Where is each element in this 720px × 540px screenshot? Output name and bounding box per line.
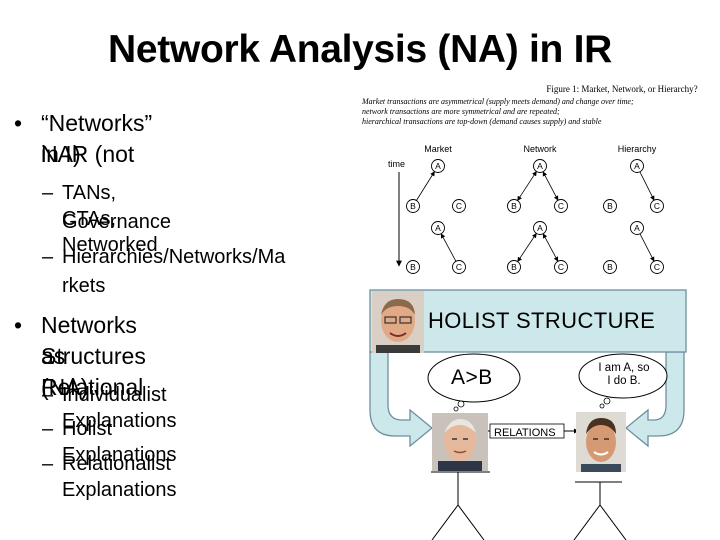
hierarchy-row1-node-c-label: C: [654, 201, 660, 211]
figure-title: Figure 1: Market, Network, or Hierarchy?: [546, 84, 697, 94]
sub-bullet-dash: –: [42, 384, 54, 406]
relations-label: RELATIONS: [494, 427, 556, 439]
bullet-text-line: “Networks” in IR (not: [41, 110, 153, 167]
thought-bubble-dot: [457, 400, 465, 408]
thought-bubble-dot: [603, 397, 611, 405]
market-row2-node-a-circle: [431, 221, 445, 235]
market-row1-edge-ba: [416, 171, 435, 201]
thought-bubble-speech: [578, 353, 668, 399]
hierarchy-row2-edge-ac: [639, 233, 655, 262]
sub-bullet-text-line: Governance: [62, 211, 171, 233]
network-row2-node-b-circle: [507, 260, 521, 274]
sub-bullet-text-line: rkets: [62, 275, 106, 297]
figure-caption-line: network transactions are more symmetrica…: [362, 107, 560, 116]
network-row1-edge-ab: [517, 171, 537, 201]
market-row1-node-b-circle: [406, 199, 420, 213]
network-row2-node-c-label: C: [558, 262, 564, 272]
sub-bullet-text-line: Individualist Explanations: [62, 384, 177, 432]
network-row2-node-a-circle: [533, 221, 547, 235]
sub-bullet-text-line: Relationalist Explanations: [62, 453, 177, 501]
network-row1-node-b-label: B: [511, 201, 517, 211]
network-row2-edge-ab: [517, 233, 537, 262]
portrait-photo-right: [576, 412, 626, 472]
network-row1-node-a-circle: [533, 159, 547, 173]
market-row2-node-b-circle: [406, 260, 420, 274]
sub-bullet-dash: –: [42, 182, 54, 204]
left-curved-arrow: [369, 351, 434, 448]
column-label-hierarchy: Hierarchy: [618, 144, 657, 154]
network-row1-node-c-label: C: [558, 201, 564, 211]
thought-bubble-dot: [599, 403, 605, 409]
sub-bullet-dash: –: [42, 453, 54, 475]
network-row2-node-c-circle: [554, 260, 568, 274]
network-row2-edge-ac: [542, 233, 559, 262]
bullet-text-line: Structures (NA): [41, 343, 146, 400]
stick-figure-right: [573, 481, 627, 540]
figure-nodes: A B C A B C A B C A B C A B C A B C: [406, 159, 664, 274]
market-row2-node-c-label: C: [456, 262, 462, 272]
network-row1-edge-ac: [542, 171, 559, 201]
market-row1-node-a-circle: [431, 159, 445, 173]
market-row1-node-a-label: A: [435, 161, 441, 171]
sub-bullet-text-line: Holist Explanations: [62, 418, 177, 466]
hierarchy-row2-node-a-circle: [630, 221, 644, 235]
hierarchy-row1-node-c-circle: [650, 199, 664, 213]
hierarchy-row1-node-a-label: A: [634, 161, 640, 171]
bullet-text-line: Networks as Relational: [41, 312, 144, 400]
figure-caption-line: Market transactions are asymmetrical (su…: [361, 97, 634, 106]
right-curved-arrow: [624, 351, 685, 448]
hierarchy-row1-node-b-label: B: [607, 201, 613, 211]
bullet-dot: •: [14, 110, 23, 136]
sub-bullet-dash: –: [42, 246, 54, 268]
figure-edges: [416, 171, 655, 262]
bullet-dot: •: [14, 312, 23, 338]
market-row1-node-c-label: C: [456, 201, 462, 211]
hierarchy-row2-node-c-label: C: [654, 262, 660, 272]
column-label-market: Market: [424, 144, 452, 154]
holist-structure-label: HOLIST STRUCTURE: [428, 308, 656, 333]
sub-bullet-dash: –: [42, 418, 54, 440]
hierarchy-row1-node-a-circle: [630, 159, 644, 173]
network-row1-node-a-label: A: [537, 161, 543, 171]
network-row1-node-b-circle: [507, 199, 521, 213]
portrait-photo-top: [372, 291, 424, 353]
time-label: time: [388, 159, 405, 169]
hierarchy-row2-node-b-circle: [603, 260, 617, 274]
network-row1-node-c-circle: [554, 199, 568, 213]
market-row2-node-c-circle: [452, 260, 466, 274]
figure-caption-line: hierarchical transactions are top-down (…: [362, 117, 602, 126]
thought-bubble-dot: [453, 406, 459, 412]
hierarchy-row1-edge-ac: [639, 171, 655, 201]
column-label-network: Network: [523, 144, 557, 154]
thought-bubble-ab: [427, 353, 521, 403]
stick-figure-left: [431, 471, 490, 540]
slide-title: Network Analysis (NA) in IR: [107, 28, 613, 71]
hierarchy-row2-node-c-circle: [650, 260, 664, 274]
hierarchy-row2-node-b-label: B: [607, 262, 613, 272]
market-row2-node-a-label: A: [435, 223, 441, 233]
market-network-hierarchy-figure: Figure 1: Market, Network, or Hierarchy?…: [361, 84, 698, 274]
sub-bullet-text-line: TANs, CTAs, Networked: [62, 182, 158, 256]
market-row2-edge-ca: [440, 233, 457, 262]
portrait-photo-left: [432, 413, 488, 471]
hierarchy-row2-node-a-label: A: [634, 223, 640, 233]
sub-bullet-text-line: Hierarchies/Networks/Ma: [62, 246, 286, 268]
speech-line: I do B.: [607, 375, 641, 387]
network-row2-node-b-label: B: [511, 262, 517, 272]
bullet-text-line: NA): [41, 141, 81, 167]
speech-bubble-text: I am A, so I do B.: [583, 362, 665, 388]
speech-line: I am A, so: [598, 362, 650, 374]
hierarchy-row1-node-b-circle: [603, 199, 617, 213]
network-row2-node-a-label: A: [537, 223, 543, 233]
relation-ab-label: A>B: [451, 366, 493, 389]
market-row1-node-c-circle: [452, 199, 466, 213]
market-row1-node-b-label: B: [410, 201, 416, 211]
market-row2-node-b-label: B: [410, 262, 416, 272]
